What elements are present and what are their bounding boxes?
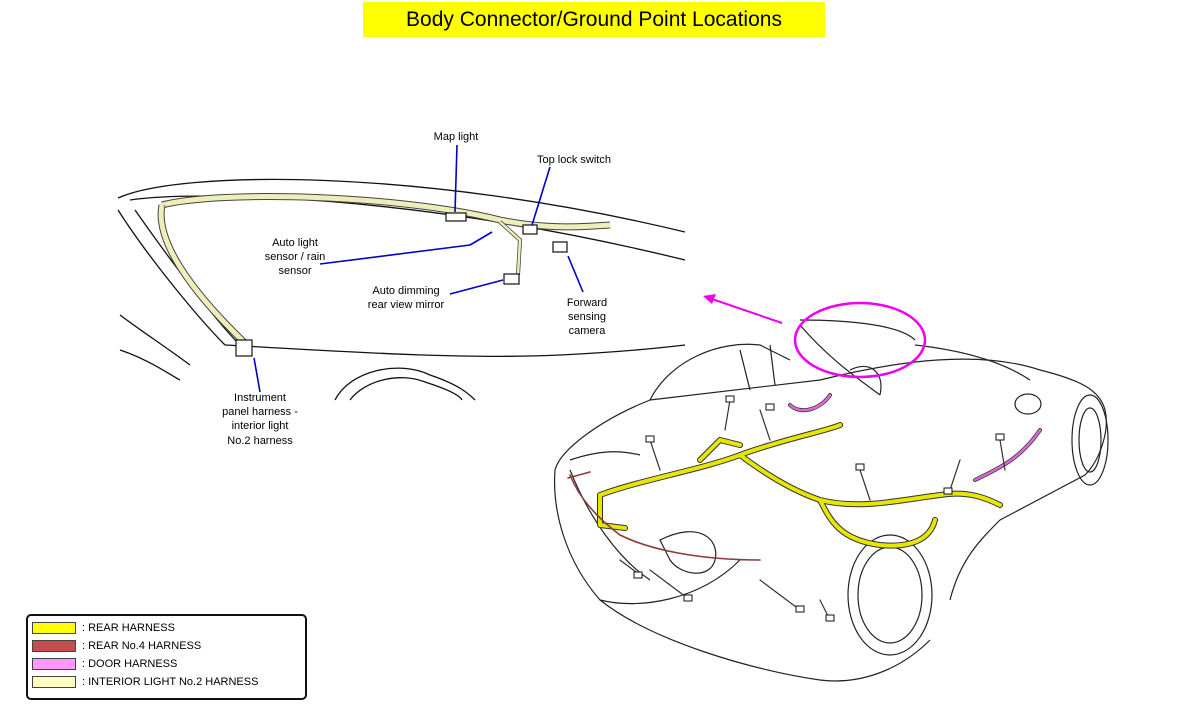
highlight-circle bbox=[793, 301, 927, 379]
legend-label: : REAR HARNESS bbox=[82, 622, 175, 634]
label-map-light: Map light bbox=[434, 131, 479, 143]
label-instrument-2: panel harness - bbox=[222, 406, 298, 418]
detail-connectors bbox=[235, 212, 568, 357]
legend-label: : REAR No.4 HARNESS bbox=[82, 640, 202, 652]
legend-swatch bbox=[32, 622, 76, 634]
label-top-lock-switch: Top lock switch bbox=[537, 154, 611, 166]
label-instrument-3: interior light bbox=[232, 420, 289, 432]
label-mirror-1: Auto dimming bbox=[372, 285, 439, 297]
label-camera-3: camera bbox=[569, 325, 607, 337]
label-auto-light-1: Auto light bbox=[272, 237, 318, 249]
legend-label: : DOOR HARNESS bbox=[82, 658, 178, 670]
pointer-arrow bbox=[703, 294, 783, 324]
interior-light-harness bbox=[157, 193, 611, 345]
legend-swatch bbox=[32, 640, 76, 652]
leader-lines bbox=[253, 144, 584, 393]
legend-swatch bbox=[32, 676, 76, 688]
car-harness-runs bbox=[567, 393, 1042, 621]
label-camera-2: sensing bbox=[568, 311, 606, 323]
harness-legend: : REAR HARNESS : REAR No.4 HARNESS : DOO… bbox=[26, 614, 307, 700]
windshield-detail-view bbox=[117, 178, 686, 401]
label-instrument-4: No.2 harness bbox=[227, 435, 293, 447]
legend-swatch bbox=[32, 658, 76, 670]
legend-item-rear-no4-harness: : REAR No.4 HARNESS bbox=[32, 639, 201, 653]
label-instrument-1: Instrument bbox=[234, 392, 286, 404]
page-title: Body Connector/Ground Point Locations bbox=[363, 2, 825, 37]
legend-item-rear-harness: : REAR HARNESS bbox=[32, 621, 175, 635]
car-body-outline bbox=[553, 319, 1109, 682]
legend-item-interior-light-harness: : INTERIOR LIGHT No.2 HARNESS bbox=[32, 675, 258, 689]
legend-label: : INTERIOR LIGHT No.2 HARNESS bbox=[82, 676, 259, 688]
label-auto-light-2: sensor / rain bbox=[265, 251, 326, 263]
label-camera-1: Forward bbox=[567, 297, 607, 309]
car-connectors bbox=[633, 395, 1005, 622]
label-mirror-2: rear view mirror bbox=[368, 299, 445, 311]
callout-labels: Map light Top lock switch Auto light sen… bbox=[222, 131, 611, 447]
label-auto-light-3: sensor bbox=[278, 265, 311, 277]
legend-item-door-harness: : DOOR HARNESS bbox=[32, 657, 177, 671]
